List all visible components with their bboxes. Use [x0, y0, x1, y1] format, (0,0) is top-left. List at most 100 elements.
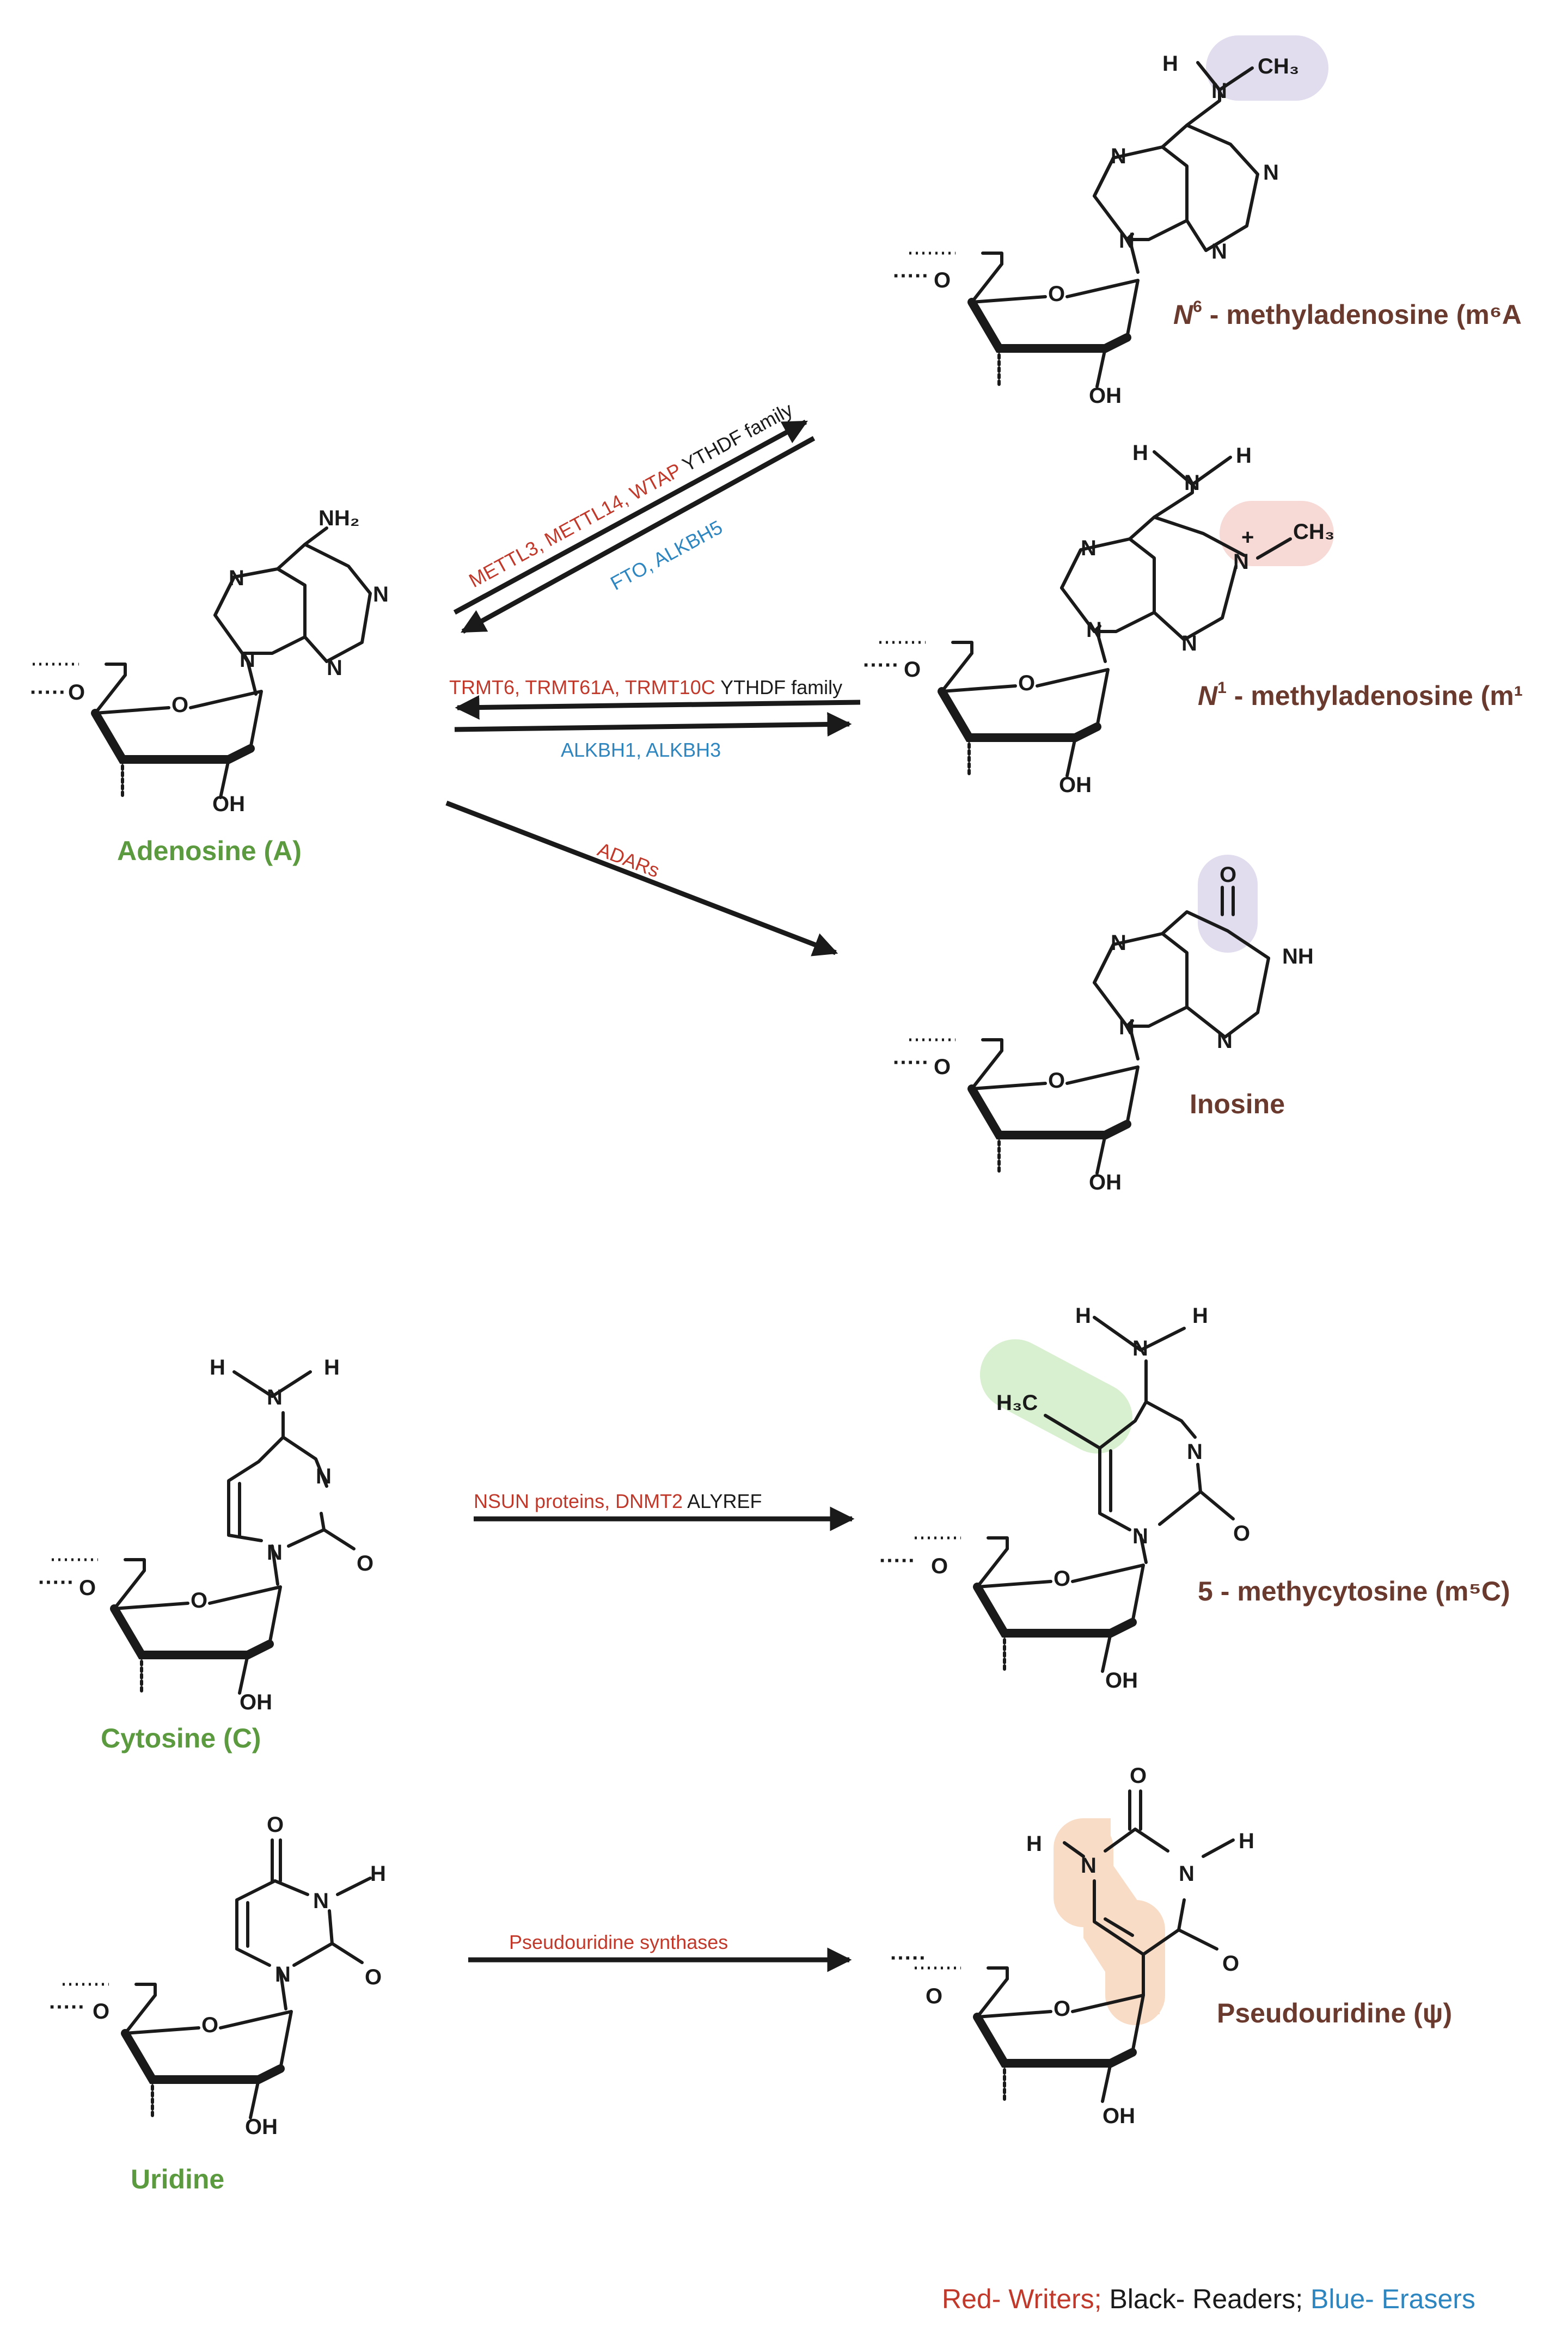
svg-text:O: O	[68, 680, 85, 704]
svg-text:O: O	[1222, 1952, 1239, 1976]
svg-text:N: N	[1217, 1029, 1233, 1053]
svg-text:O: O	[201, 2013, 218, 2037]
m1a-erasers-label: ALKBH1, ALKBH3	[561, 739, 721, 761]
svg-text:N: N	[1211, 79, 1227, 103]
svg-text:O: O	[1054, 1997, 1070, 2021]
uridine-label: Uridine	[131, 2164, 224, 2194]
m1a-label: N1 - methyladenosine (m¹	[1198, 679, 1523, 711]
svg-text:·····: ·····	[863, 653, 899, 677]
inosine-highlight	[1198, 855, 1258, 953]
svg-text:H: H	[370, 1862, 386, 1886]
inosine-arrow	[445, 800, 838, 956]
m6a-erasers-label: FTO, ALKBH5	[607, 516, 726, 594]
svg-text:OH: OH	[240, 1690, 272, 1714]
svg-text:H₃C: H₃C	[996, 1391, 1038, 1415]
m1a-reverse-arrow	[454, 712, 852, 737]
svg-text:O: O	[934, 1055, 951, 1079]
svg-text:H: H	[1239, 1829, 1254, 1853]
svg-text:O: O	[934, 268, 951, 292]
m6a-label: N6 - methyladenosine (m⁶A	[1173, 298, 1522, 330]
m6a-forward-arrow	[453, 420, 808, 615]
svg-text:O: O	[171, 693, 188, 717]
svg-text:OH: OH	[1105, 1669, 1138, 1693]
svg-text:N: N	[1132, 1336, 1148, 1360]
svg-text:NH₂: NH₂	[318, 506, 360, 530]
svg-text:N: N	[327, 656, 342, 680]
svg-text:O: O	[1220, 863, 1236, 887]
m1a-enzymes-top: TRMT6, TRMT61A, TRMT10C YTHDF family	[449, 676, 842, 698]
inosine-label: Inosine	[1190, 1089, 1285, 1119]
svg-text:N: N	[1111, 144, 1126, 168]
svg-text:H: H	[1192, 1304, 1208, 1328]
svg-text:OH: OH	[212, 792, 245, 816]
svg-text:H: H	[1236, 444, 1252, 468]
svg-text:H: H	[1162, 52, 1178, 76]
svg-text:OH: OH	[1089, 1170, 1122, 1194]
m6a-highlight	[1206, 35, 1328, 101]
svg-text:N: N	[1187, 1440, 1203, 1464]
svg-text:N: N	[373, 582, 389, 606]
svg-text:CH₃: CH₃	[1293, 520, 1334, 544]
svg-text:N: N	[1081, 1854, 1097, 1878]
svg-text:+: +	[1241, 525, 1254, 549]
svg-text:O: O	[1130, 1764, 1147, 1788]
svg-text:·····: ·····	[30, 680, 66, 704]
svg-text:O: O	[191, 1589, 207, 1612]
m5c-label: 5 - methycytosine (m⁵C)	[1198, 1576, 1510, 1607]
svg-text:H: H	[210, 1356, 225, 1379]
svg-text:OH: OH	[1102, 2104, 1135, 2128]
m6a-reverse-arrow	[461, 436, 816, 634]
m5c-enzymes-label: NSUN proteins, DNMT2 ALYREF	[474, 1490, 762, 1512]
svg-text:OH: OH	[245, 2115, 278, 2139]
svg-text:N: N	[1111, 931, 1126, 955]
svg-text:OH: OH	[1089, 384, 1122, 408]
svg-text:H: H	[1026, 1832, 1042, 1856]
svg-text:O: O	[1048, 282, 1065, 306]
svg-text:·····: ·····	[38, 1571, 75, 1595]
m1a-forward-arrow	[455, 695, 861, 720]
svg-text:O: O	[926, 1984, 942, 2008]
m1a-molecule: O O OH ····· N N N + N N H H CH₃	[863, 441, 1334, 797]
svg-text:N: N	[1233, 550, 1249, 574]
svg-text:O: O	[1054, 1567, 1070, 1591]
svg-text:·····: ·····	[49, 1995, 85, 2019]
inosine-molecule: O O OH ····· N N NH N O	[893, 863, 1314, 1194]
svg-text:N: N	[267, 1385, 283, 1409]
svg-text:·····: ·····	[879, 1549, 916, 1573]
svg-text:H: H	[1132, 441, 1148, 465]
svg-text:OH: OH	[1059, 773, 1092, 797]
svg-text:N: N	[1263, 161, 1279, 185]
svg-text:H: H	[1075, 1304, 1091, 1328]
svg-text:O: O	[79, 1576, 96, 1600]
psi-writers-label: Pseudouridine synthases	[509, 1931, 728, 1953]
adenosine-molecule: O O OH ····· N N N N NH₂	[30, 506, 389, 816]
svg-text:O: O	[1233, 1522, 1250, 1546]
svg-text:O: O	[931, 1554, 948, 1578]
svg-text:N: N	[313, 1889, 329, 1913]
cytosine-molecule: O O OH ····· N N O N H H	[38, 1356, 373, 1714]
m5c-molecule: O O OH ····· N N O N H H H₃C	[879, 1304, 1250, 1693]
svg-text:O: O	[357, 1552, 373, 1575]
uridine-molecule: O O OH ····· N N O O H	[49, 1813, 386, 2139]
adenosine-label: Adenosine (A)	[117, 836, 302, 866]
svg-text:O: O	[1048, 1069, 1065, 1093]
pseudouridine-molecule: O O OH ····· N N O O H H	[890, 1764, 1254, 2128]
svg-text:N: N	[1132, 1524, 1148, 1548]
svg-text:NH: NH	[1282, 945, 1314, 968]
svg-text:O: O	[93, 2000, 109, 2024]
svg-text:O: O	[904, 658, 921, 682]
svg-text:N: N	[1211, 240, 1227, 263]
svg-text:·····: ·····	[890, 1946, 927, 1970]
svg-text:N: N	[267, 1541, 283, 1565]
legend: Red- Writers; Black- Readers; Blue- Eras…	[942, 2284, 1475, 2314]
svg-text:N: N	[1181, 631, 1197, 655]
svg-text:N: N	[316, 1464, 332, 1488]
svg-text:N: N	[229, 566, 244, 590]
svg-text:N: N	[1179, 1862, 1195, 1886]
svg-text:O: O	[267, 1813, 284, 1837]
svg-text:N: N	[1119, 1015, 1135, 1039]
svg-text:CH₃: CH₃	[1258, 54, 1299, 78]
m5c-highlight	[979, 1339, 1133, 1454]
svg-text:N: N	[1184, 471, 1200, 495]
